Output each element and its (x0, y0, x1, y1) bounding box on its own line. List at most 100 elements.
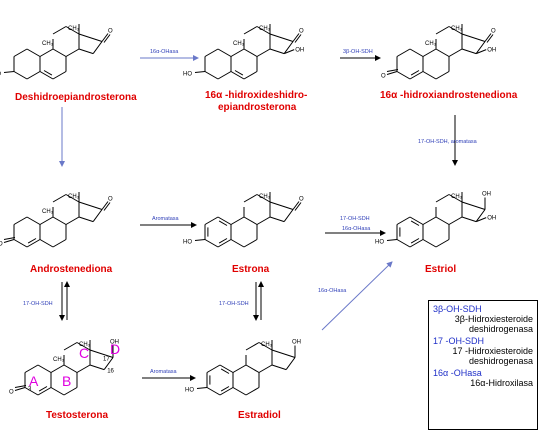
bond-double-c4 (27, 238, 37, 244)
hydroxyl-label: OH (482, 192, 491, 198)
bond-ring-c (256, 26, 271, 35)
oxygen-atom: O (9, 390, 14, 396)
bond-aromatic (410, 238, 420, 244)
bond-ring-b (39, 48, 54, 57)
bond-ring-a (13, 48, 28, 57)
hydroxyl-label: HO (0, 72, 1, 78)
methyl-label: CH₃ (451, 26, 463, 32)
bond-ketone (386, 71, 398, 75)
bond-ring-b (39, 71, 54, 80)
bond-ring-d (78, 33, 103, 42)
bond-ring-c (52, 26, 67, 35)
bond-ring-a-aromatic (217, 216, 232, 225)
bond-ring-b (63, 364, 78, 373)
bond-ring-b (245, 387, 260, 396)
bond-ring-c (435, 26, 450, 35)
bond-ring-d (269, 216, 285, 223)
bond-hydroxyl (194, 239, 206, 241)
bond-ring-c (76, 342, 91, 351)
bond-ring-a-aromatic (396, 239, 411, 248)
bond-ring-c (256, 216, 271, 225)
bond-ring-b (52, 239, 67, 248)
bond-ring-d (78, 216, 94, 223)
bond-ring-b (435, 216, 450, 225)
bond-ring-a (204, 48, 219, 57)
label-ohdhea-line2: epiandrosterona (218, 102, 297, 113)
bond-ring-c (52, 194, 67, 203)
bond-ring-a-aromatic (219, 364, 234, 373)
bond-ring-b (243, 239, 258, 248)
label-estriol: Estriol (425, 264, 456, 275)
bond-ring-d (103, 357, 114, 370)
abbreviation-legend: 3β-OH-SDH 3β-Hidroxiesteroide deshidroge… (428, 300, 538, 430)
enzyme-estradiol-to-estriol: 16α-OHasa (318, 288, 347, 294)
bond-ring-a (396, 71, 411, 80)
bond-ring-b (245, 364, 260, 373)
oxygen-atom: O (491, 29, 496, 35)
enzyme-dhea-to-ohdhea: 16α-OHasa (150, 49, 179, 55)
bond-ring-d (271, 349, 296, 358)
atom-number-3: 3 (28, 387, 32, 393)
bond-ring-b (63, 387, 78, 396)
bond-ring-c (65, 216, 80, 225)
oxygen-atom: O (381, 74, 386, 80)
enzyme-estrona-to-estriol-1: 17-OH-SDH (340, 216, 370, 222)
bond-ring-c (65, 194, 80, 203)
methyl-label: CH₃ (42, 209, 54, 215)
bond-ketone (292, 33, 300, 42)
ring-letter-c: C (79, 345, 89, 361)
bond-ring-a-aromatic (206, 364, 221, 373)
bond-aromatic (220, 386, 230, 392)
hydroxyl-label: OH (292, 340, 301, 346)
bond-ketone (3, 237, 16, 240)
bond-ring-a (13, 71, 28, 80)
bond-ring-c (65, 26, 80, 35)
oxygen-atom: O (108, 29, 113, 35)
legend-full: 17 -Hidroxiesteroide (452, 346, 533, 356)
bond-ring-b (39, 239, 54, 248)
bond-ring-a (37, 364, 52, 373)
legend-entry: 17 -OH-SDH 17 -Hidroxiesteroide deshidro… (433, 336, 533, 366)
hydroxyl-label: OH (487, 216, 496, 222)
bond-ring-d (269, 201, 294, 210)
hydroxyl-label: HO (183, 72, 192, 78)
bond-ring-a (409, 48, 424, 57)
bond-ring-b (243, 48, 258, 57)
bond-hydroxyl (386, 239, 398, 241)
oxygen-atom: O (299, 197, 304, 203)
legend-entry: 16α -OHasa 16α-Hidroxilasa (433, 368, 533, 388)
oxygen-atom: O (299, 29, 304, 35)
hydroxyl-label: HO (183, 240, 192, 246)
bond-ring-a (26, 216, 41, 225)
bond-ketone (386, 69, 399, 72)
bond-ring-c (243, 26, 258, 35)
methyl-label: CH₃ (261, 342, 273, 348)
hydroxyl-label: OH (110, 340, 119, 346)
bond-ring-b (52, 48, 67, 57)
bond-ketone (14, 387, 26, 391)
bond-ring-a-aromatic (396, 216, 411, 225)
bond-ring-d (271, 364, 287, 371)
bond-ketone (292, 201, 300, 210)
bond-ring-a-aromatic (219, 387, 234, 396)
bond-ring-b (52, 216, 67, 225)
bond-aromatic (220, 368, 230, 374)
legend-abbr: 16α -OHasa (433, 368, 482, 378)
bond-ring-a-aromatic (204, 239, 219, 248)
bond-ring-d (461, 33, 486, 42)
bond-ring-c (258, 342, 273, 351)
legend-abbr: 3β-OH-SDH (433, 304, 482, 314)
label-androstenediona: Androstenediona (30, 264, 113, 275)
bond-ring-c (245, 342, 260, 351)
bond-ketone (101, 33, 109, 42)
legend-full: deshidrogenasa (468, 356, 533, 366)
methyl-label: CH₃ (42, 41, 54, 47)
bond-ring-a (37, 387, 52, 396)
bond-ring-b (422, 216, 437, 225)
bond-ring-d (89, 349, 114, 358)
bond-ring-a-aromatic (409, 216, 424, 225)
bond-ring-b (435, 239, 450, 248)
bond-ketone (3, 239, 15, 243)
bond-ring-b (230, 239, 245, 248)
bond-double-c4 (38, 386, 48, 392)
